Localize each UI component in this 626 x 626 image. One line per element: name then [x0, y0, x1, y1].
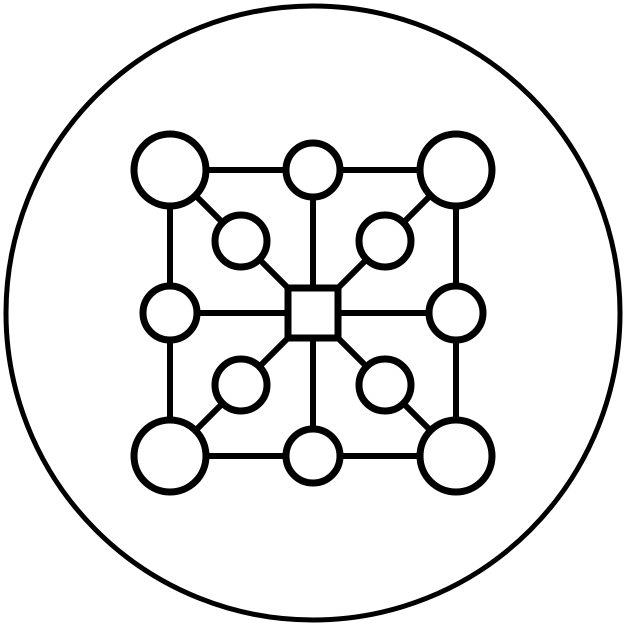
nodes [130, 130, 496, 496]
inner-node-top-left [211, 211, 271, 271]
corner-node-top-left [130, 130, 210, 210]
corner-node-bottom-right [416, 416, 496, 496]
mid-node-bottom [282, 425, 344, 487]
mid-node-top [282, 139, 344, 201]
outer-circle [3, 3, 623, 623]
corner-node-bottom-left [130, 416, 210, 496]
corner-node-top-right [416, 130, 496, 210]
inner-node-bottom-left [211, 355, 271, 415]
inner-node-top-right [355, 211, 415, 271]
mid-node-right [425, 282, 487, 344]
center-hub-square [284, 284, 342, 342]
mid-node-left [139, 282, 201, 344]
inner-node-bottom-right [355, 355, 415, 415]
